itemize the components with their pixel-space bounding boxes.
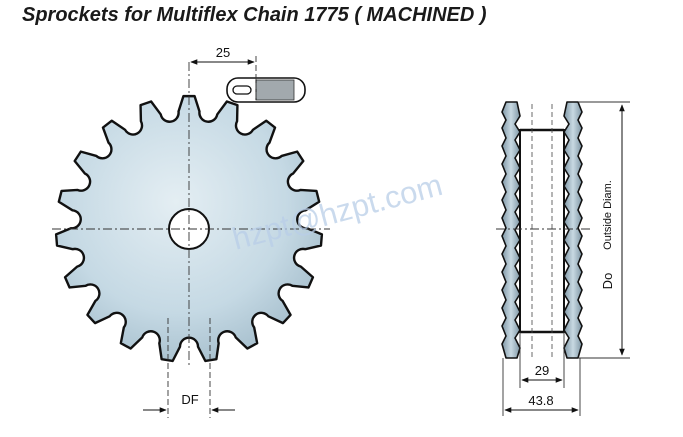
- chain-link: [226, 77, 306, 103]
- df-label: DF: [181, 392, 198, 407]
- df-dimension: DF: [143, 318, 235, 418]
- overall-width-value: 43.8: [528, 393, 553, 408]
- hub-width-dimension: 29: [519, 332, 565, 388]
- sprocket-front-view: [52, 62, 330, 365]
- hub-width-value: 29: [535, 363, 549, 378]
- outside-diameter-dimension: Outside Diam. Do: [578, 101, 630, 359]
- page-title: Sprockets for Multiflex Chain 1775 ( MAC…: [22, 4, 487, 26]
- hub-body: [519, 129, 565, 333]
- overall-width-dimension: 43.8: [502, 358, 581, 416]
- right-flange: [563, 101, 583, 359]
- pitch-value: 25: [216, 45, 230, 60]
- outside-diam-label: Outside Diam.: [602, 180, 614, 250]
- left-flange: [501, 101, 521, 359]
- sprocket-side-view: [496, 101, 590, 359]
- do-label: Do: [600, 273, 615, 290]
- pitch-dimension: 25: [190, 45, 257, 100]
